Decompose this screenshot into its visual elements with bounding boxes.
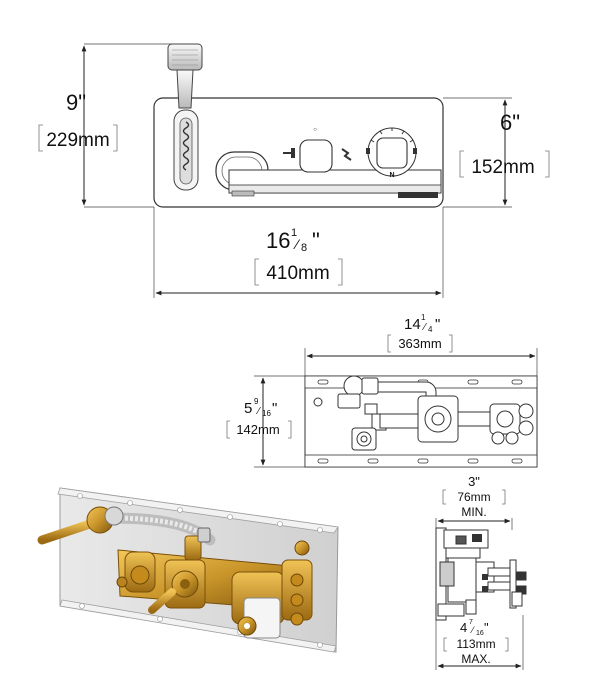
svg-text:": " — [484, 620, 489, 635]
valve-width-mm-brackets — [387, 334, 453, 353]
trim-front-view: ○ N 9" 229mm 6" 152mm — [38, 43, 550, 298]
valve-width-inches: 14 1 ⁄ 4 " — [404, 313, 440, 334]
svg-text:⁄: ⁄ — [470, 625, 475, 635]
side-depth-view: 3" 76mm MIN. 4 7 ⁄ 16 " 113mm MAX. — [435, 474, 527, 670]
min-depth-mm-brackets — [442, 489, 506, 505]
plate-width-mm-brackets — [254, 258, 343, 286]
valve-3d-render — [37, 487, 339, 653]
svg-text:1: 1 — [421, 313, 426, 322]
min-depth-inches: 3" — [468, 474, 480, 489]
max-depth-mm-brackets — [443, 637, 509, 652]
svg-text:16: 16 — [476, 630, 484, 637]
svg-text:": " — [312, 228, 320, 253]
svg-text:": " — [272, 400, 277, 417]
svg-text:⁄: ⁄ — [255, 406, 261, 417]
svg-text:5: 5 — [244, 400, 252, 417]
min-depth-label: MIN. — [461, 505, 486, 519]
svg-text:⁄: ⁄ — [421, 322, 427, 333]
valve-height-mm: 142mm — [236, 422, 279, 437]
valve-height-mm-brackets — [226, 420, 292, 439]
overall-height-mm-brackets — [38, 124, 118, 152]
svg-text:7: 7 — [469, 619, 473, 626]
min-depth-mm: 76mm — [457, 490, 490, 504]
overall-height-inches: 9" — [66, 90, 86, 115]
svg-text:16: 16 — [262, 409, 271, 418]
diverter-handle: ○ — [283, 127, 352, 173]
svg-text:4: 4 — [460, 620, 467, 635]
svg-text:16: 16 — [266, 228, 290, 253]
valve-width-mm: 363mm — [398, 336, 441, 351]
svg-text:": " — [435, 316, 440, 333]
overall-height-mm: 229mm — [46, 130, 109, 151]
plate-width-inches: 16 1 ⁄ 8 " — [266, 227, 320, 254]
svg-text:9: 9 — [254, 397, 259, 406]
hand-shower — [167, 43, 203, 191]
plate-height-mm: 152mm — [471, 157, 534, 178]
svg-text:1: 1 — [291, 227, 297, 239]
thermostatic-dial: N — [366, 127, 417, 179]
max-depth-mm: 113mm — [456, 637, 495, 651]
plate-width-mm: 410mm — [266, 263, 329, 284]
svg-text:14: 14 — [404, 316, 421, 333]
svg-text:N: N — [389, 172, 394, 179]
plate-height-mm-brackets — [459, 150, 550, 178]
svg-text:8: 8 — [301, 242, 307, 254]
svg-text:○: ○ — [313, 127, 317, 133]
svg-text:4: 4 — [428, 325, 433, 334]
max-depth-inches: 4 7 ⁄ 16 " — [460, 619, 489, 637]
max-depth-label: MAX. — [461, 652, 490, 666]
valve-height-inches: 5 9 ⁄ 16 " — [244, 397, 277, 418]
plate-height-inches: 6" — [500, 110, 520, 135]
svg-text:⁄: ⁄ — [293, 236, 301, 252]
valve-body-view: 14 1 ⁄ 4 " 363mm 5 9 ⁄ 16 " 142mm — [226, 313, 538, 468]
